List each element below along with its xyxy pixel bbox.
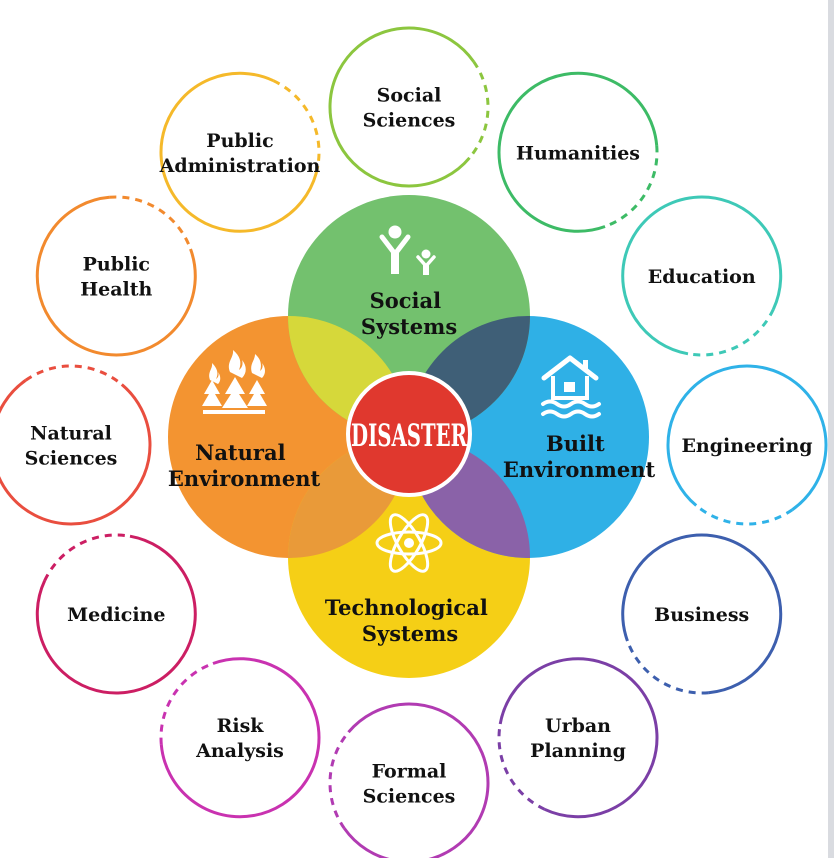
disaster-center-circle — [346, 371, 472, 497]
house-flood-icon — [541, 355, 601, 419]
ring-solid-arc — [498, 657, 659, 819]
ring-dashed-arc — [109, 195, 192, 250]
ring-solid-arc — [35, 534, 197, 695]
ring-solid-arc — [621, 195, 783, 356]
discipline-label-line: Sciences — [25, 448, 118, 470]
discipline-label-line: Urban — [545, 715, 611, 737]
discipline-business: Business — [621, 533, 783, 695]
discipline-label: Engineering — [681, 435, 812, 457]
discipline-medicine: Medicine — [35, 533, 197, 695]
ring-dashed-arc — [687, 308, 775, 357]
ring-solid-arc — [497, 71, 659, 233]
ring-dashed-arc — [468, 60, 490, 159]
discipline-label-line: Administration — [159, 155, 321, 177]
system-labels: Social Systems Built Environment Technol… — [168, 288, 656, 646]
discipline-label-line: Risk — [217, 715, 265, 737]
ring-solid-arc — [159, 657, 321, 819]
ring-solid-arc — [621, 533, 783, 695]
social-systems-label: Social Systems — [361, 288, 457, 339]
discipline-label-line: Public — [206, 130, 273, 152]
discipline-label-line: Business — [654, 604, 749, 626]
ring-solid-arc — [159, 71, 320, 233]
discipline-label-line: Humanities — [516, 142, 640, 164]
discipline-label-line: Health — [80, 279, 152, 301]
wildfire-icon — [202, 350, 267, 414]
ring-dashed-arc — [272, 79, 321, 167]
discipline-label-line: Education — [648, 266, 756, 288]
discipline-label-line: Natural — [30, 423, 112, 445]
discipline-education: Education — [621, 195, 783, 357]
ring-dashed-arc — [159, 662, 214, 745]
technological-systems-label: Technological Systems — [325, 595, 495, 646]
discipline-label-line: Analysis — [195, 740, 284, 762]
center-node: DISASTER — [346, 371, 472, 497]
ring-dashed-arc — [695, 504, 794, 526]
social-built-overlap — [407, 316, 530, 437]
ring-dashed-arc — [43, 533, 131, 582]
ring-solid-arc — [328, 26, 475, 188]
discipline-label-line: Sciences — [363, 786, 456, 808]
discipline-label: Humanities — [516, 142, 640, 164]
discipline-label: Medicine — [67, 604, 165, 626]
discipline-label-line: Engineering — [681, 435, 812, 457]
discipline-label: Education — [648, 266, 756, 288]
discipline-label-line: Public — [83, 254, 150, 276]
discipline-engineering: Engineering — [666, 364, 828, 526]
natural-environment-label: Natural Environment — [168, 440, 321, 491]
ring-dashed-arc — [626, 640, 709, 695]
right-edge-strip — [828, 0, 834, 858]
discipline-label-line: Formal — [372, 761, 447, 783]
atom-icon — [375, 513, 443, 573]
people-icon — [379, 225, 436, 275]
ring-solid-arc — [0, 379, 152, 526]
ring-dashed-arc — [24, 364, 123, 386]
ring-solid-arc — [35, 195, 197, 357]
discipline-humanities: Humanities — [497, 71, 659, 233]
disaster-label: DISASTER — [351, 418, 467, 454]
discipline-label-line: Sciences — [363, 110, 456, 132]
discipline-label-line: Medicine — [67, 604, 165, 626]
discipline-label-line: Social — [377, 85, 442, 107]
ring-solid-arc — [666, 364, 828, 511]
built-environment-label: Built Environment — [503, 431, 656, 482]
ring-dashed-arc — [497, 723, 546, 811]
ring-dashed-arc — [328, 731, 350, 830]
discipline-label-line: Planning — [530, 740, 626, 762]
social-natural-overlap — [288, 316, 410, 437]
discipline-label: Business — [654, 604, 749, 626]
